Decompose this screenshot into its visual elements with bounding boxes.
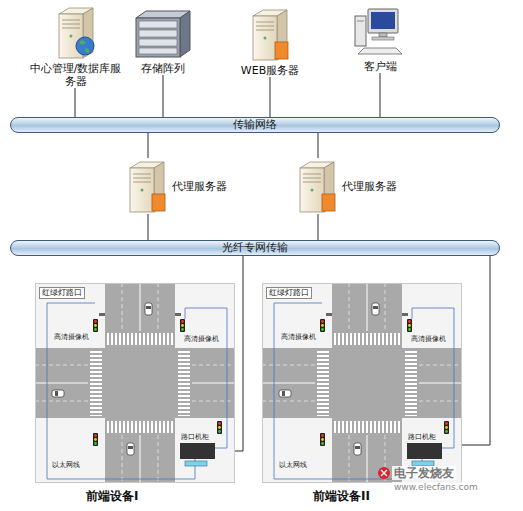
icon bbox=[296, 158, 338, 214]
icon bbox=[126, 158, 168, 214]
connector bbox=[148, 133, 149, 158]
camera-label: 高清摄像机 bbox=[280, 333, 317, 341]
watermark-url: www.elecfans.com bbox=[392, 482, 480, 493]
icon bbox=[352, 6, 408, 58]
web-server: WEB服务器 bbox=[230, 6, 310, 77]
cable-label: 以太网线 bbox=[51, 461, 81, 469]
client-pc: 客户端 bbox=[345, 6, 415, 73]
node-caption: 前端设备I bbox=[86, 489, 138, 503]
camera-label: 高清摄像机 bbox=[53, 333, 90, 341]
watermark: 电子发烧友 bbox=[392, 466, 456, 480]
connector bbox=[163, 75, 164, 117]
icon bbox=[249, 6, 291, 62]
server-icon bbox=[296, 158, 338, 214]
proxy-server: 代理服务器 bbox=[296, 158, 406, 214]
node-label: WEB服务器 bbox=[241, 64, 299, 77]
fiber-bus: 光纤专网传输 bbox=[10, 240, 500, 256]
database-server: 中心管理/数据库服务器 bbox=[18, 4, 133, 88]
connector bbox=[235, 256, 243, 451]
cable-label: 以太网线 bbox=[278, 461, 308, 469]
node-label: 客户端 bbox=[364, 60, 397, 73]
node-label: 存储阵列 bbox=[141, 62, 185, 75]
cabinet-label: 路口机柜 bbox=[180, 433, 210, 441]
server-icon bbox=[55, 4, 97, 60]
server-icon bbox=[249, 6, 291, 62]
connector bbox=[75, 88, 76, 117]
intersection: 红绿灯路口前端设备II bbox=[262, 283, 462, 483]
server-icon bbox=[126, 158, 168, 214]
camera-label: 高清摄像机 bbox=[410, 335, 447, 343]
node-label: 光纤专网传输 bbox=[222, 242, 288, 254]
node-label: 红绿灯路口 bbox=[39, 287, 85, 299]
connector bbox=[462, 256, 490, 445]
node-label: 中心管理/数据库服务器 bbox=[26, 62, 126, 88]
client-icon bbox=[352, 6, 408, 58]
node-label: 传输网络 bbox=[233, 119, 277, 131]
node-label: 红绿灯路口 bbox=[266, 287, 312, 299]
connector bbox=[380, 73, 381, 117]
network-bus: 传输网络 bbox=[10, 117, 500, 133]
proxy-server: 代理服务器 bbox=[126, 158, 236, 214]
intersection: 红绿灯路口前端设备I bbox=[35, 283, 235, 483]
storage-icon bbox=[132, 8, 194, 60]
connector bbox=[270, 77, 271, 117]
storage-array: 存储阵列 bbox=[128, 8, 198, 75]
cabinet-label: 路口机柜 bbox=[407, 433, 437, 441]
icon bbox=[132, 8, 194, 60]
connector bbox=[318, 214, 319, 240]
icon bbox=[55, 4, 97, 60]
connector bbox=[318, 133, 319, 158]
camera-label: 高清摄像机 bbox=[183, 335, 220, 343]
connector bbox=[148, 214, 149, 240]
node-caption: 前端设备II bbox=[313, 489, 370, 503]
node-label: 代理服务器 bbox=[172, 180, 227, 193]
node-label: 代理服务器 bbox=[342, 180, 397, 193]
